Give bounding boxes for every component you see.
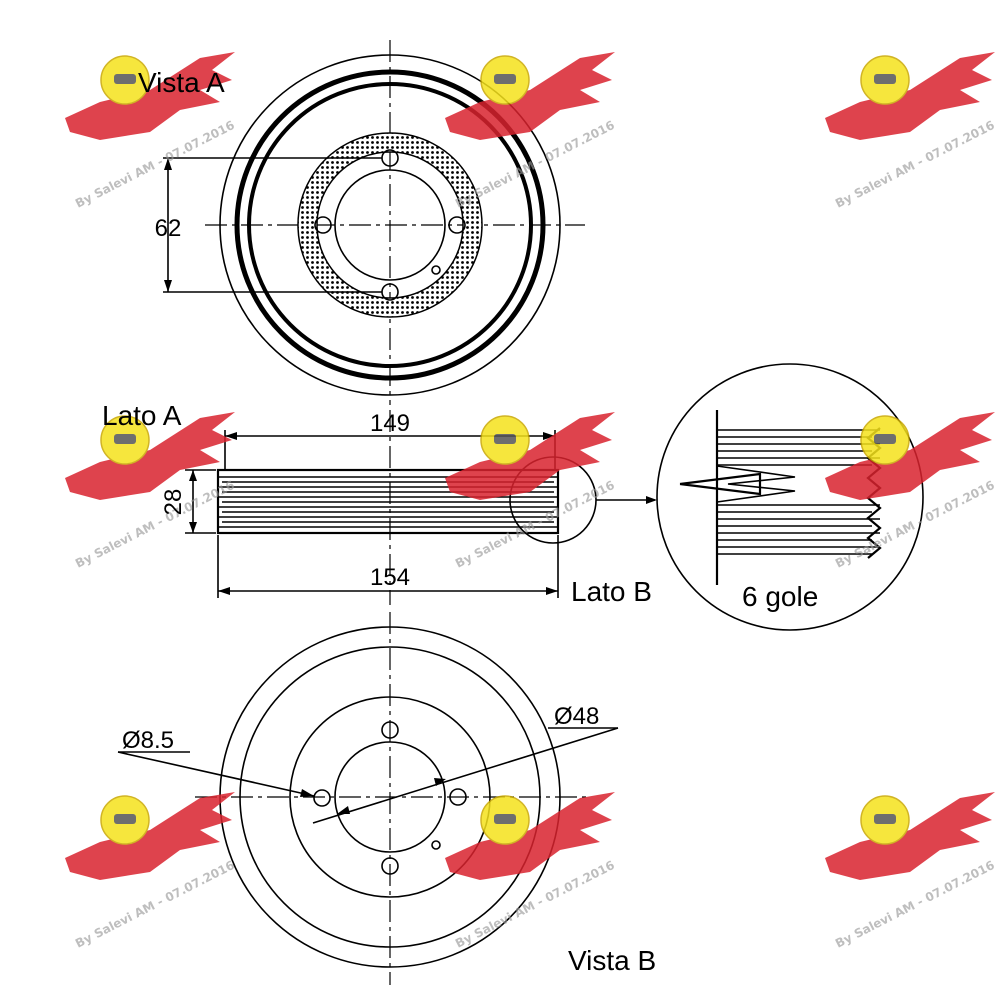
watermark-stamp: By Salevi AM - 07.07.2016 [65,412,237,571]
logo-wing-icon [445,52,615,140]
watermark-stamp: By Salevi AM - 07.07.2016 [825,52,997,211]
logo-car-icon [874,434,896,444]
side-a-label: Lato A [102,400,182,431]
watermark-stamp: By Salevi AM - 07.07.2016 [445,792,617,951]
watermark-stamp: By Salevi AM - 07.07.2016 [65,792,237,951]
dimension-62: 62 [155,215,182,242]
view-a-label: Vista A [138,67,225,98]
logo-wing-icon [65,412,235,500]
logo-car-icon [494,74,516,84]
logo-wing-icon [825,792,995,880]
logo-wing-icon [825,412,995,500]
logo-car-icon [114,74,136,84]
logo-wing-icon [65,792,235,880]
logo-car-icon [874,814,896,824]
logo-wing-icon [825,52,995,140]
logo-car-icon [494,814,516,824]
dimension-149: 149 [370,410,410,437]
dimension-center-diameter: Ø48 [554,703,599,730]
dimension-28: 28 [160,489,187,516]
logo-wing-icon [65,52,235,140]
logo-wing-icon [445,412,615,500]
side-b-label: Lato B [571,576,652,607]
view-a-drawing [163,40,585,405]
logo-car-icon [114,434,136,444]
logo-wing-icon [445,792,615,880]
view-b-drawing [117,612,619,985]
view-b-label: Vista B [568,945,656,976]
logo-car-icon [114,814,136,824]
grooves-label: 6 gole [742,581,818,612]
dimension-154: 154 [370,564,410,591]
logo-car-icon [494,434,516,444]
watermark-stamp: By Salevi AM - 07.07.2016 [825,792,997,951]
dimension-hole-diameter: Ø8.5 [122,727,174,754]
logo-car-icon [874,74,896,84]
